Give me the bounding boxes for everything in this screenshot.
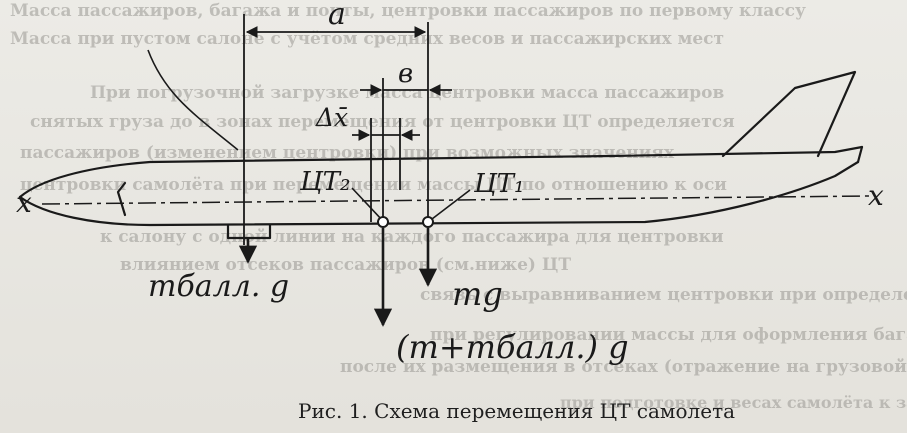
- background-line: связь с выравниванием центровки при опре…: [420, 285, 907, 305]
- cg2-label: ЦТ₂: [299, 167, 350, 197]
- background-line: при подготовке и весах самолёта к загруз…: [560, 393, 907, 412]
- dimension-dx-label: Δx̄: [315, 103, 348, 132]
- total-force-label: (m+mбалл.) g: [396, 328, 629, 366]
- force-arrows: [238, 228, 438, 327]
- cg1-point: [422, 216, 434, 228]
- background-line: после их размещения в отсеках (отражение…: [340, 357, 907, 377]
- fuselage-bottom-line: [18, 160, 860, 227]
- leader-line: [147, 49, 239, 151]
- fuselage-top-line: [18, 145, 864, 199]
- dimension-a-label: a: [328, 0, 346, 32]
- tail-end: [856, 145, 864, 164]
- figure-caption: Рис. 1. Схема перемещения ЦТ самолета: [298, 399, 735, 423]
- background-line: При погрузочной загрузке масса центровки…: [90, 83, 724, 103]
- ballast-force-label: mбалл. g: [148, 269, 289, 304]
- vertical-stabilizer: [721, 70, 857, 158]
- reference-axis: [41, 195, 871, 205]
- axis-label-left: x: [16, 186, 32, 219]
- background-line: Масса пассажиров, багажа и почты, центро…: [10, 1, 806, 21]
- background-line: центровки самолёта при перемещении массы…: [20, 175, 727, 195]
- dimension-b-label: в: [398, 59, 413, 89]
- aircraft-outline: [18, 70, 864, 240]
- background-line: к салону с одной линии на каждого пассаж…: [100, 227, 724, 247]
- cg2-point: [377, 216, 389, 228]
- mg-force-label: mg: [452, 275, 503, 313]
- background-line: Масса при пустом салоне с учётом средних…: [10, 29, 724, 49]
- axis-label-right: x: [868, 179, 884, 212]
- background-line: влиянием отсеков пассажиров (см.ниже) ЦТ: [120, 255, 571, 275]
- background-line: при регулировании массы для оформления б…: [430, 325, 907, 345]
- cg-points: [351, 187, 471, 222]
- cockpit-line: [116, 181, 127, 217]
- cg1-label: ЦТ₁: [473, 169, 524, 199]
